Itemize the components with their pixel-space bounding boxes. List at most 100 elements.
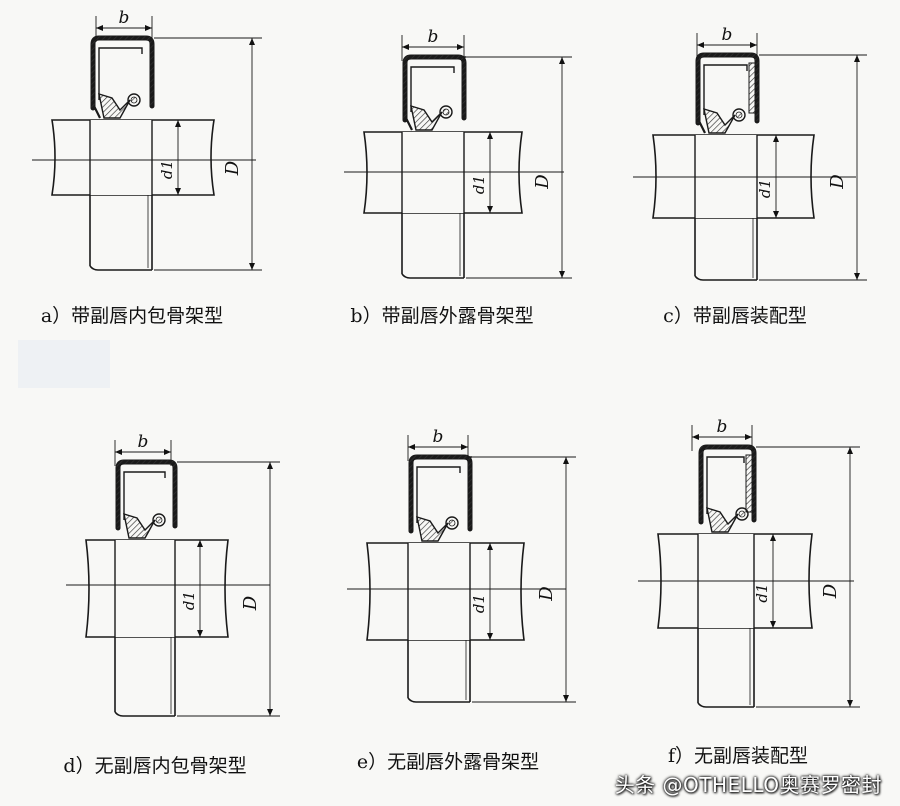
arrowhead: [563, 457, 569, 464]
dim-b-label: b: [428, 27, 439, 47]
arrowhead: [115, 449, 122, 455]
shaft-bottom: [401, 273, 464, 279]
arrowhead: [770, 621, 776, 628]
arrowhead: [773, 211, 779, 218]
arrowhead: [175, 188, 181, 195]
arrowhead: [145, 25, 152, 31]
arrowhead: [249, 38, 255, 45]
garter-spring: [732, 108, 746, 122]
caption-f: f）无副唇装配型: [668, 745, 808, 767]
main-lip: [703, 107, 736, 134]
arrowhead: [847, 700, 853, 707]
dim-d1-label: d1: [470, 594, 488, 613]
dim-d1-label: d1: [180, 591, 198, 610]
main-lip: [123, 512, 156, 539]
shaft-body: [402, 132, 464, 213]
dust-lip: [698, 120, 706, 134]
shaft-body: [90, 120, 152, 195]
dim-D-label: D: [240, 595, 261, 611]
arrowhead: [267, 462, 273, 469]
shaft-body: [408, 543, 470, 640]
caption-a: a）带副唇内包骨架型: [41, 305, 223, 327]
seal-frame-inner: [703, 64, 748, 115]
dim-b-label: b: [119, 8, 130, 28]
arrowhead: [487, 543, 493, 550]
arrowhead: [692, 434, 699, 440]
seal-frame-hatch: [409, 455, 472, 531]
arrowhead: [487, 206, 493, 213]
dim-d1-label: d1: [470, 175, 488, 194]
arrowhead: [559, 271, 565, 278]
arrowhead: [559, 57, 565, 64]
garter-spring-core: [442, 108, 450, 116]
arrowhead: [249, 263, 255, 270]
shaft-body: [695, 135, 757, 218]
caption-c: c）带副唇装配型: [663, 305, 807, 327]
arrowhead: [563, 695, 569, 702]
seal-frame-inner: [706, 456, 745, 514]
dim-d1-label: d1: [753, 583, 771, 602]
shaft-bottom: [114, 711, 175, 717]
background-smudge: [18, 340, 110, 388]
seal-frame-inner: [98, 47, 143, 100]
arrowhead: [487, 132, 493, 139]
caption-d: d）无副唇内包骨架型: [63, 755, 246, 777]
seal-frame-inner: [123, 471, 166, 520]
arrowhead: [197, 630, 203, 637]
caption-b: b）带副唇外露骨架型: [350, 305, 533, 327]
seal-frame-hatch: [116, 460, 177, 528]
garter-spring: [439, 105, 453, 119]
garter-spring-core: [155, 516, 163, 524]
arrowhead: [408, 444, 415, 450]
garter-spring-core: [738, 510, 746, 518]
seal-frame-hatch: [699, 445, 756, 522]
dim-d1-label: d1: [158, 160, 176, 179]
dim-b-label: b: [138, 432, 149, 452]
frame-insert: [748, 62, 756, 114]
shaft-bottom: [697, 702, 754, 708]
dim-D-label: D: [827, 174, 848, 190]
dim-b-label: b: [722, 25, 733, 45]
garter-spring-core: [735, 111, 743, 119]
arrowhead: [854, 55, 860, 62]
arrowhead: [750, 42, 757, 48]
seal-frame-inner: [410, 66, 455, 112]
watermark: 头条 @OTHELLO奥赛罗密封: [614, 773, 882, 797]
main-lip: [416, 515, 449, 542]
arrowhead: [854, 273, 860, 280]
main-lip: [706, 506, 739, 533]
arrowhead: [402, 44, 409, 50]
garter-spring: [445, 516, 459, 530]
shaft-body: [115, 540, 175, 637]
arrowhead: [770, 534, 776, 541]
dim-d1-label: d1: [756, 179, 774, 198]
arrowhead: [164, 449, 171, 455]
dust-lip: [405, 117, 413, 131]
arrowhead: [487, 633, 493, 640]
dim-b-label: b: [717, 417, 728, 437]
dim-D-label: D: [820, 583, 841, 599]
main-lip: [98, 92, 131, 119]
arrowhead: [461, 444, 468, 450]
arrowhead: [175, 120, 181, 127]
arrowhead: [847, 447, 853, 454]
dim-D-label: D: [536, 586, 557, 602]
dust-lip: [93, 105, 101, 119]
garter-spring-core: [130, 96, 138, 104]
garter-spring: [152, 513, 166, 527]
arrowhead: [96, 25, 103, 31]
arrowhead: [457, 44, 464, 50]
caption-e: e）无副唇外露骨架型: [357, 751, 539, 773]
dim-b-label: b: [433, 427, 444, 447]
shaft-bottom: [694, 275, 757, 281]
main-lip: [410, 104, 443, 131]
shaft-bottom: [407, 697, 470, 703]
arrowhead: [697, 42, 704, 48]
arrowhead: [197, 540, 203, 547]
